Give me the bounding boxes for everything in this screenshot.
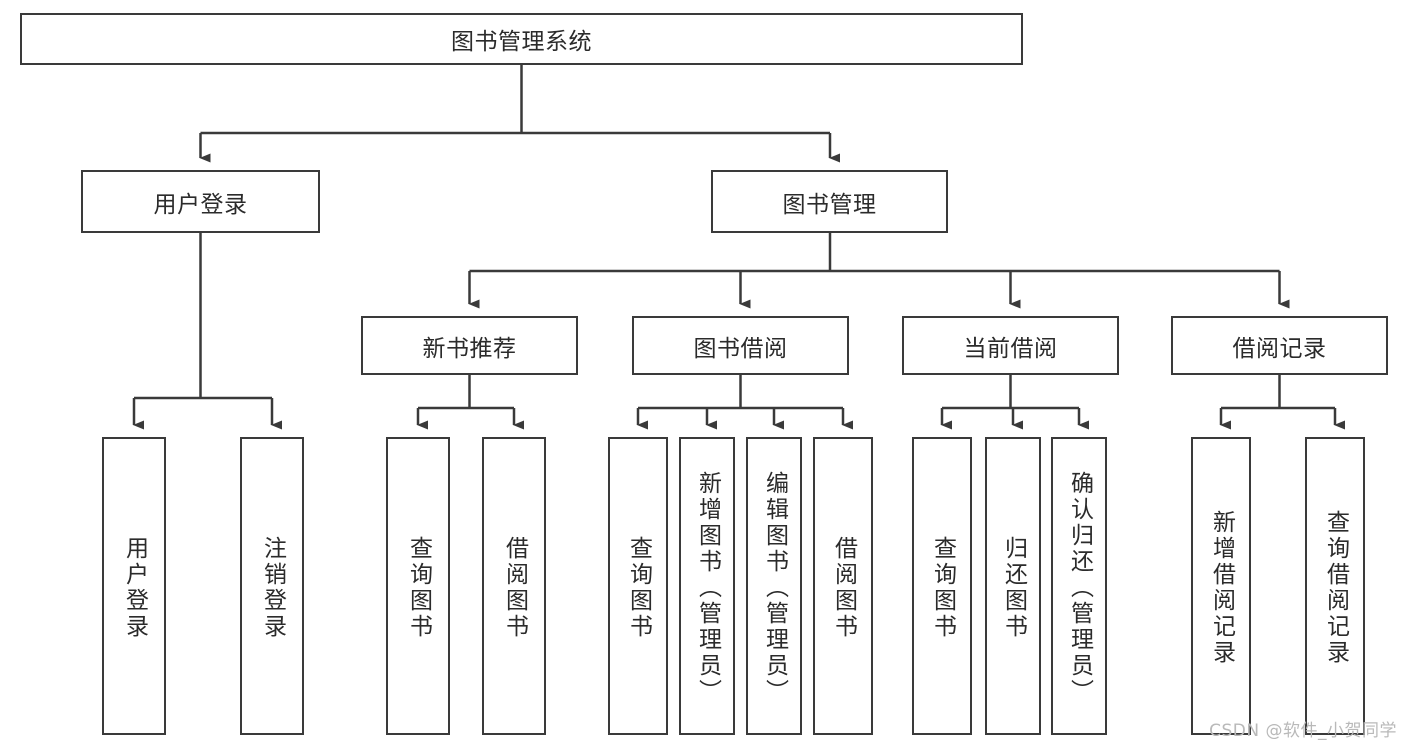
node-label: 新增借阅记录 (1208, 510, 1235, 666)
node-label: 借阅记录 (1232, 335, 1327, 362)
node-leaf-query-book-rec[interactable]: 查询图书 (386, 437, 450, 735)
node-label: 注销登录 (259, 536, 286, 640)
node-label: 归还图书 (1000, 536, 1027, 640)
node-book-manage[interactable]: 图书管理 (711, 170, 948, 233)
node-leaf-query-book-cur[interactable]: 查询图书 (912, 437, 972, 735)
node-label: 确认归还（管理员） (1066, 471, 1093, 705)
node-leaf-confirm-return[interactable]: 确认归还（管理员） (1051, 437, 1107, 735)
node-leaf-logout[interactable]: 注销登录 (240, 437, 304, 735)
node-label: 借阅图书 (501, 536, 528, 640)
node-root[interactable]: 图书管理系统 (20, 13, 1023, 65)
node-leaf-user-login[interactable]: 用户登录 (102, 437, 166, 735)
node-leaf-query-record[interactable]: 查询借阅记录 (1305, 437, 1365, 735)
node-leaf-query-book-borrow[interactable]: 查询图书 (608, 437, 668, 735)
node-book-borrow[interactable]: 图书借阅 (632, 316, 849, 375)
node-leaf-add-record[interactable]: 新增借阅记录 (1191, 437, 1251, 735)
node-label: 编辑图书（管理员） (761, 471, 788, 705)
node-label: 查询借阅记录 (1322, 510, 1349, 666)
node-current-borrow[interactable]: 当前借阅 (902, 316, 1119, 375)
node-label: 用户登录 (153, 191, 248, 218)
node-leaf-edit-book[interactable]: 编辑图书（管理员） (746, 437, 802, 735)
node-new-book-rec[interactable]: 新书推荐 (361, 316, 578, 375)
node-label: 查询图书 (405, 536, 432, 640)
node-leaf-borrow-book-rec[interactable]: 借阅图书 (482, 437, 546, 735)
node-borrow-record[interactable]: 借阅记录 (1171, 316, 1388, 375)
node-label: 新增图书（管理员） (694, 471, 721, 705)
watermark-text: CSDN @软件_小贺同学 (1209, 721, 1397, 741)
node-label: 查询图书 (625, 536, 652, 640)
node-label: 图书管理系统 (451, 29, 592, 55)
node-label: 借阅图书 (830, 536, 857, 640)
node-label: 图书管理 (782, 191, 877, 218)
node-leaf-borrow-book[interactable]: 借阅图书 (813, 437, 873, 735)
node-label: 新书推荐 (422, 335, 517, 362)
node-label: 当前借阅 (963, 335, 1058, 362)
node-label: 用户登录 (121, 536, 148, 640)
node-label: 图书借阅 (693, 335, 788, 362)
node-label: 查询图书 (929, 536, 956, 640)
node-leaf-return-book[interactable]: 归还图书 (985, 437, 1041, 735)
node-user-login[interactable]: 用户登录 (81, 170, 320, 233)
node-leaf-add-book[interactable]: 新增图书（管理员） (679, 437, 735, 735)
